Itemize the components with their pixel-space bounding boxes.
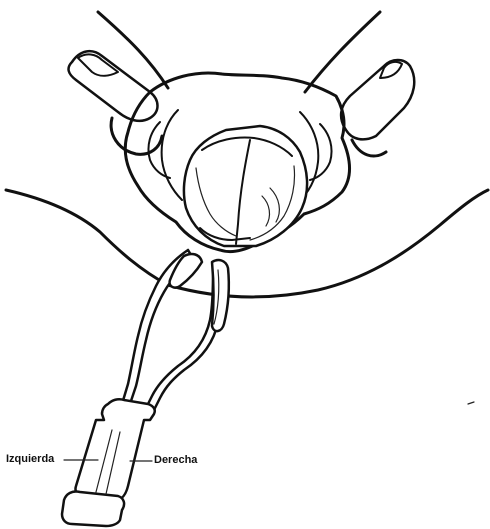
speculum-blades: [184, 126, 307, 246]
right-side-label: Derecha: [154, 455, 197, 466]
right-thumb: [352, 140, 386, 156]
left-hand: [69, 51, 162, 154]
speculum-grip-base: [62, 491, 124, 526]
left-handle-clip: [170, 254, 202, 288]
right-hand: [341, 60, 414, 156]
speculum-frame: [184, 126, 307, 246]
speculum-grip: [75, 399, 154, 500]
inner-labia-left: [162, 110, 182, 200]
speculum-handles: [62, 250, 229, 526]
right-finger: [341, 60, 414, 139]
stray-mark: [468, 402, 474, 404]
left-side-label: Izquierda: [6, 454, 54, 465]
left-thumb: [111, 118, 162, 154]
